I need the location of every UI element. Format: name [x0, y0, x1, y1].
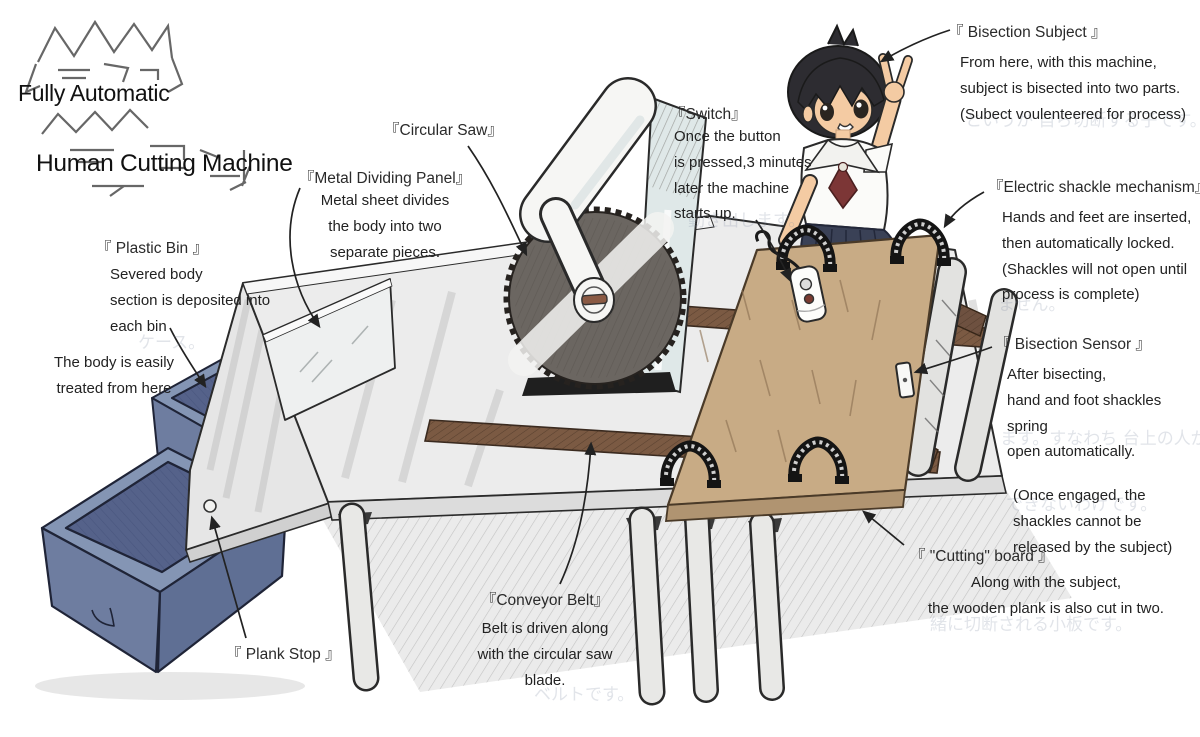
eye-left	[820, 103, 834, 121]
kerchief	[828, 162, 858, 210]
annotation-conveyor: 『Conveyor Belt』 Belt is driven along wit…	[455, 588, 635, 693]
plastic-bin-label: 『 Plastic Bin 』	[96, 240, 208, 257]
annotation-plastic-bin: 『 Plastic Bin 』 Severed body section is …	[96, 236, 270, 339]
conveyor-desc: Belt is driven along with the circular s…	[477, 620, 613, 689]
plastic-bin-desc: Severed body section is deposited into e…	[110, 266, 271, 335]
callout-circular-saw	[467, 145, 528, 257]
bisection-subject-label: 『 Bisection Subject 』	[948, 24, 1107, 41]
callout-conveyor	[559, 441, 597, 585]
sailor-collar	[804, 138, 880, 174]
page-title-line2: Human Cutting Machine	[36, 150, 293, 177]
cutting-board-group	[660, 218, 951, 522]
shackle-desc: Hands and feet are inserted, then automa…	[1002, 209, 1192, 304]
annotation-metal-panel: 『Metal Dividing Panel』 Metal sheet divid…	[290, 166, 480, 265]
sensor-note: (Once engaged, the shackles cannot be re…	[1013, 487, 1173, 556]
callout-bisection-subject	[879, 29, 951, 63]
metal-panel-desc: Metal sheet divides the body into two se…	[320, 192, 450, 261]
callout-lines	[169, 29, 993, 639]
callout-plastic-bin	[169, 327, 207, 389]
conveyor-label: 『Conveyor Belt』	[480, 592, 610, 609]
annotation-circular-saw: 『Circular Saw』	[384, 118, 503, 140]
saw-arm	[521, 79, 655, 241]
callout-switch	[755, 219, 792, 283]
annotation-bisection-subject: 『 Bisection Subject 』 From here, with th…	[948, 20, 1186, 127]
annotation-shackle: 『Electric shackle mechanism』 Hands and f…	[988, 175, 1200, 308]
bisection-sensor	[895, 361, 915, 399]
plank-stop-label: 『 Plank Stop 』	[226, 646, 341, 663]
circular-saw-unit	[503, 77, 708, 396]
callout-sensor	[913, 346, 993, 375]
annotation-sensor: 『 Bisection Sensor 』 After bisecting, ha…	[995, 332, 1200, 561]
sensor-desc: After bisecting, hand and foot shackles …	[1007, 366, 1162, 461]
bangs	[797, 57, 885, 112]
callout-shackle	[943, 191, 985, 229]
switch-desc: Once the button is pressed,3 minutes lat…	[674, 128, 812, 223]
left-arm	[780, 176, 816, 246]
cutting-board-label: 『 "Cutting" board 』	[910, 548, 1054, 565]
shackle-label: 『Electric shackle mechanism』	[988, 179, 1200, 196]
table-legs	[338, 502, 785, 706]
v-sign-hand	[883, 81, 905, 103]
plank-stop-peg	[203, 499, 217, 513]
eye-right	[853, 99, 869, 119]
sensor-label: 『 Bisection Sensor 』	[995, 336, 1151, 353]
circular-saw-label: 『Circular Saw』	[384, 122, 503, 139]
annotation-plank-stop: 『 Plank Stop 』	[226, 642, 341, 664]
callout-plank-stop	[209, 515, 247, 639]
callout-cutting-board	[862, 510, 905, 546]
saw-teeth	[503, 206, 687, 390]
bisection-subject-desc: From here, with this machine, subject is…	[960, 54, 1186, 123]
metal-dividing-panel	[262, 278, 396, 421]
page-title-line1: Fully Automatic	[18, 80, 170, 106]
title-doodle	[24, 19, 252, 197]
wood-grain	[699, 279, 881, 463]
callout-metal-panel	[289, 187, 321, 329]
annotation-bin-note: The body is easily treated from here	[24, 350, 204, 402]
metal-panel-label: 『Metal Dividing Panel』	[298, 170, 472, 187]
cutting-board-desc: Along with the subject, the wooden plank…	[928, 574, 1164, 617]
switch-label: 『Switch』	[670, 106, 747, 123]
shackles	[660, 218, 951, 488]
annotation-switch: 『Switch』 Once the button is pressed,3 mi…	[670, 102, 812, 227]
annotation-cutting-board: 『 "Cutting" board 』 Along with the subje…	[910, 544, 1186, 622]
plastic-bin-note: The body is easily treated from here	[53, 354, 175, 397]
